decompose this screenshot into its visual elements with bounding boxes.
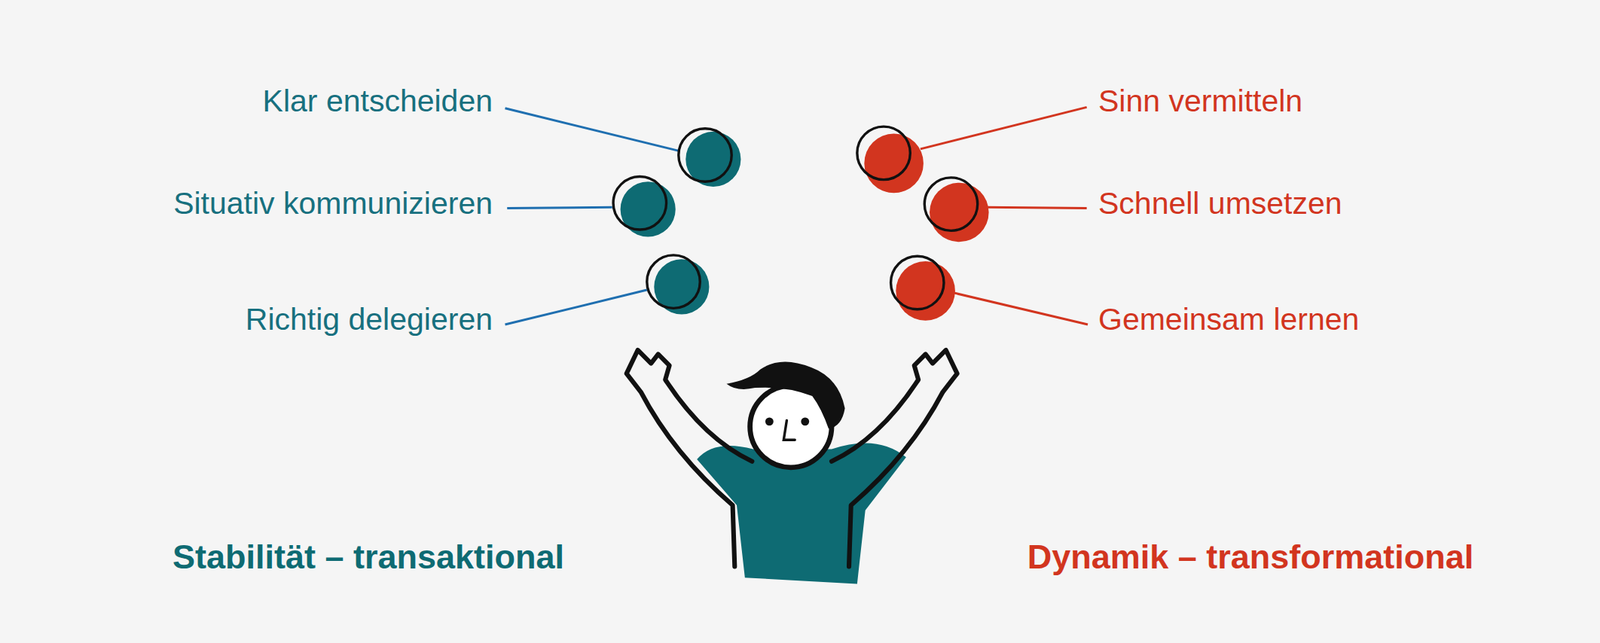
leader-line [920,106,1088,150]
dynamics-item: Gemeinsam lernen [1098,302,1359,337]
dynamics-item: Schnell umsetzen [1098,186,1343,221]
leader-line [506,207,613,208]
balls [613,126,989,321]
leader-lines [505,106,1088,325]
stability-item: Klar entscheiden [262,84,493,119]
stability-item: Situativ kommunizieren [173,186,493,221]
leader-line [505,108,681,152]
dynamics-item: Sinn vermitteln [1098,84,1303,119]
leader-line [505,290,648,325]
person [626,350,958,584]
stability-item: Richtig delegieren [245,302,493,337]
category-heading: Stabilität – transaktional [172,538,565,577]
leader-line [954,293,1088,325]
category-heading: Dynamik – transformational [1027,538,1475,577]
leader-line [987,207,1087,208]
